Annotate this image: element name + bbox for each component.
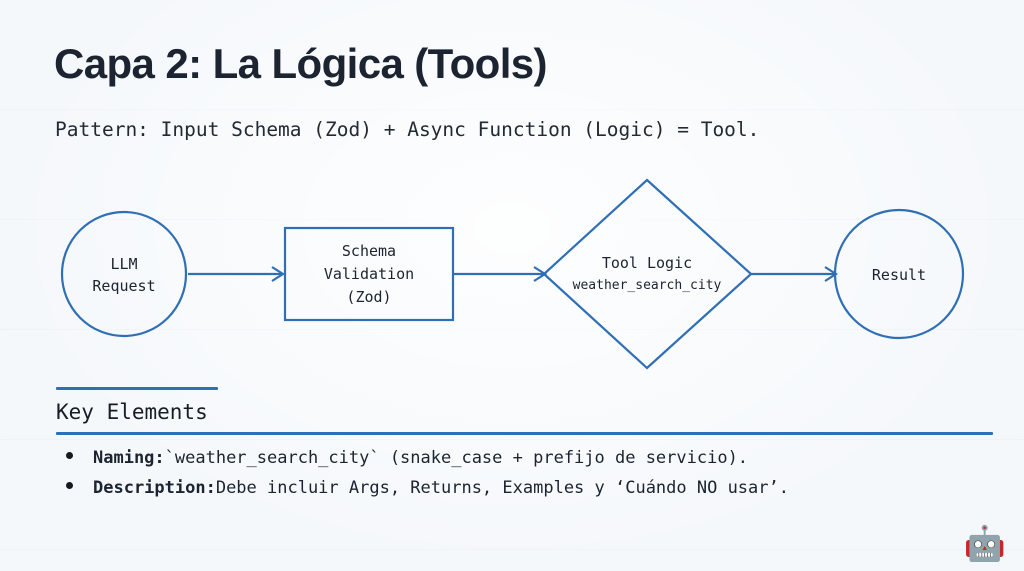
page-subtitle: Pattern: Input Schema (Zod) + Async Func… — [55, 118, 760, 141]
llm-request-label-line2: Request — [92, 277, 155, 295]
list-item-text: Debe incluir Args, Returns, Examples y ‘… — [215, 478, 789, 498]
llm-request-label-line1: LLM — [110, 255, 137, 273]
diagram-node-llm-request: LLM Request — [60, 210, 188, 338]
list-item-label: Description: — [93, 478, 216, 498]
diagram-node-schema-validation: Schema Validation (Zod) — [283, 226, 455, 322]
key-elements-rule-bottom — [56, 432, 993, 435]
diagram-node-tool-logic: Tool Logic weather_search_city — [542, 178, 753, 370]
diagram-arrow-3 — [751, 266, 839, 282]
schema-validation-label-line1: Schema — [342, 242, 396, 260]
schema-validation-label-line2: Validation — [324, 265, 414, 283]
tool-logic-title: Tool Logic — [602, 254, 692, 272]
flow-diagram: LLM Request Schema Validation (Zod) Tool… — [60, 178, 965, 370]
bullet-dot-icon — [66, 482, 73, 489]
schema-validation-label-line3: (Zod) — [346, 288, 391, 306]
list-item: Description: Debe incluir Args, Returns,… — [66, 478, 1006, 508]
bullet-dot-icon — [66, 452, 73, 459]
diagram-arrow-1 — [188, 266, 286, 282]
diagram-node-result: Result — [833, 208, 965, 340]
key-elements-heading: Key Elements — [56, 400, 208, 424]
result-circle — [833, 208, 965, 340]
list-item-label: Naming: — [93, 448, 165, 468]
llm-request-circle — [60, 210, 188, 338]
tool-logic-diamond — [542, 178, 753, 370]
key-elements-rule-top — [56, 387, 218, 390]
diagram-arrow-2 — [453, 266, 548, 282]
tool-logic-subtitle: weather_search_city — [573, 278, 722, 293]
page-title: Capa 2: La Lógica (Tools) — [54, 40, 548, 87]
robot-icon: 🤖 — [963, 524, 1006, 564]
key-elements-list: Naming: `weather_search_city` (snake_cas… — [66, 448, 1006, 508]
result-label: Result — [872, 266, 926, 284]
list-item-text: `weather_search_city` (snake_case + pref… — [164, 448, 749, 468]
list-item: Naming: `weather_search_city` (snake_cas… — [66, 448, 1006, 478]
